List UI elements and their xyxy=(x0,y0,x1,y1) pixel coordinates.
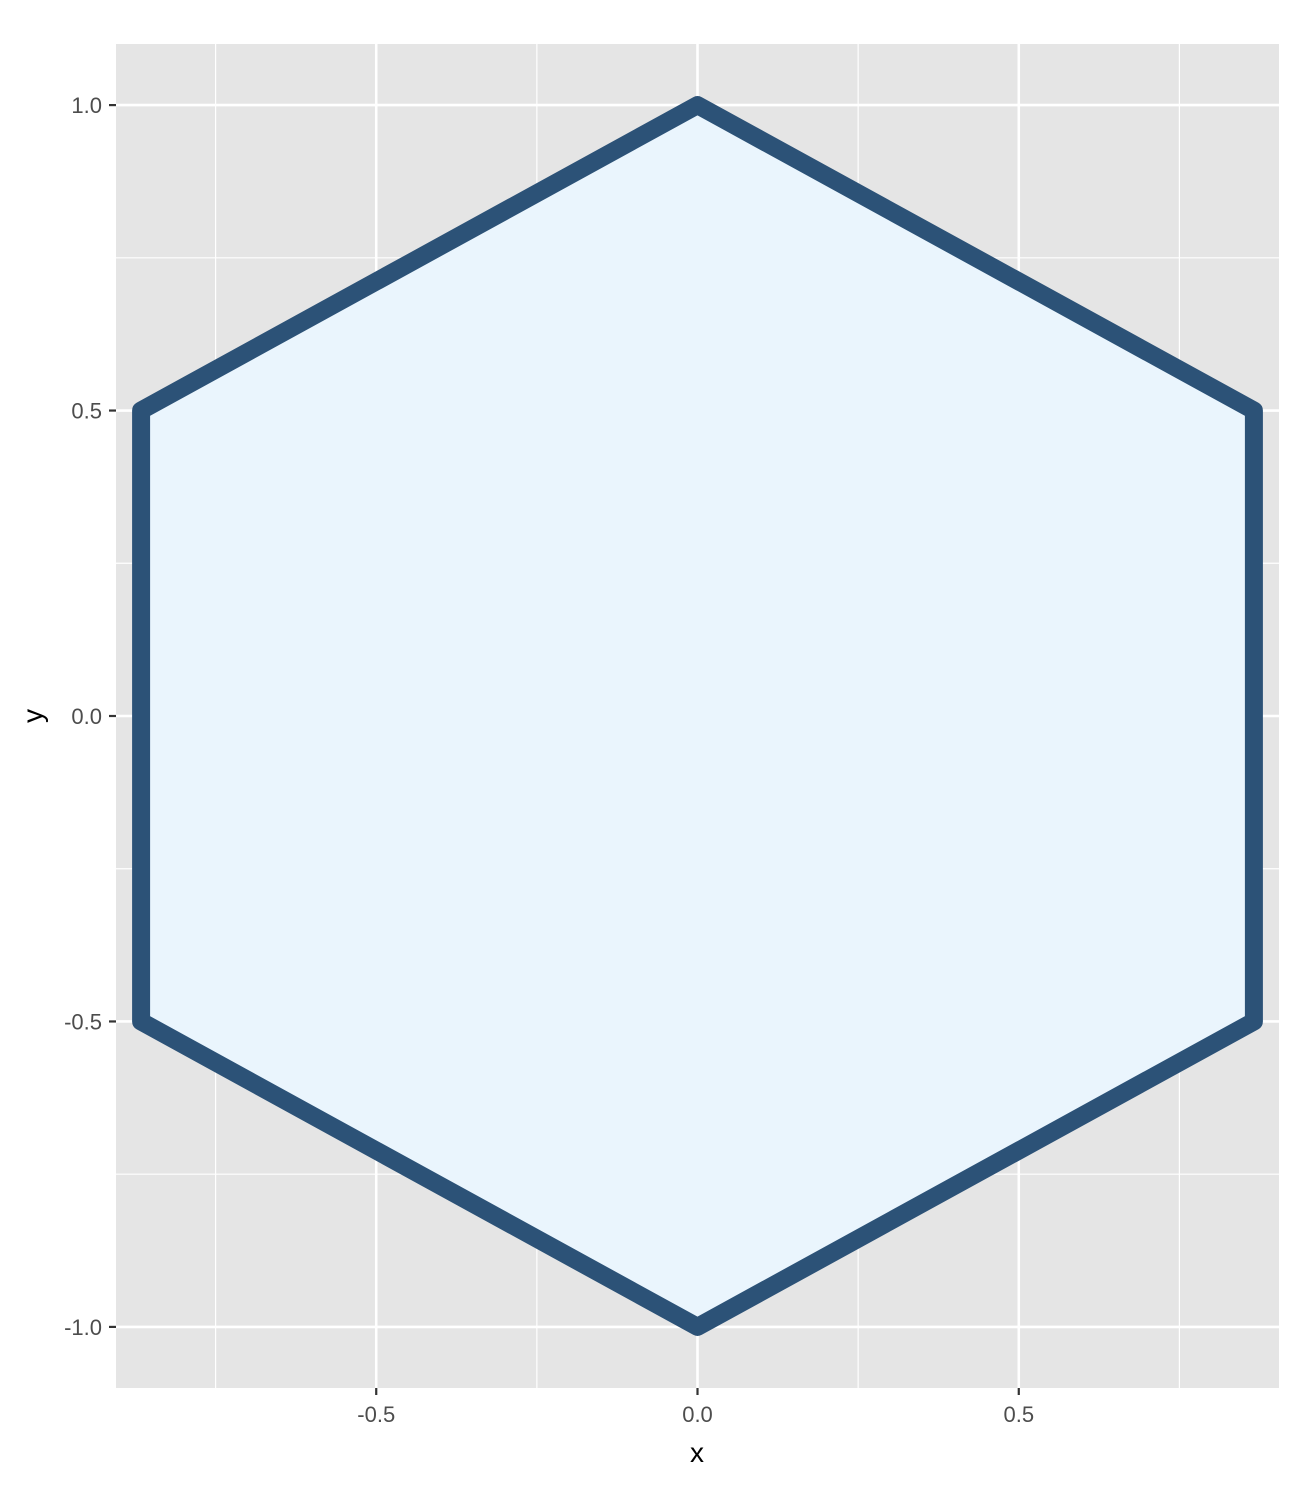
y-tick-label: 1.0 xyxy=(71,93,102,118)
x-axis-title: x xyxy=(690,1437,704,1468)
y-tick-label: 0.5 xyxy=(71,399,102,424)
x-tick-label: 0.5 xyxy=(1003,1402,1034,1427)
x-tick-label: 0.0 xyxy=(682,1402,713,1427)
hexagon-polygon xyxy=(132,96,1263,1336)
y-tick-label: -0.5 xyxy=(64,1009,102,1034)
y-tick-label: -1.0 xyxy=(64,1315,102,1340)
y-tick-label: 0.0 xyxy=(71,704,102,729)
x-tick-label: -0.5 xyxy=(357,1402,395,1427)
x-axis-ticks: -0.5 0.0 0.5 xyxy=(357,1388,1034,1427)
y-axis-ticks: -1.0 -0.5 0.0 0.5 1.0 xyxy=(64,93,116,1340)
y-axis-title: y xyxy=(17,709,48,723)
